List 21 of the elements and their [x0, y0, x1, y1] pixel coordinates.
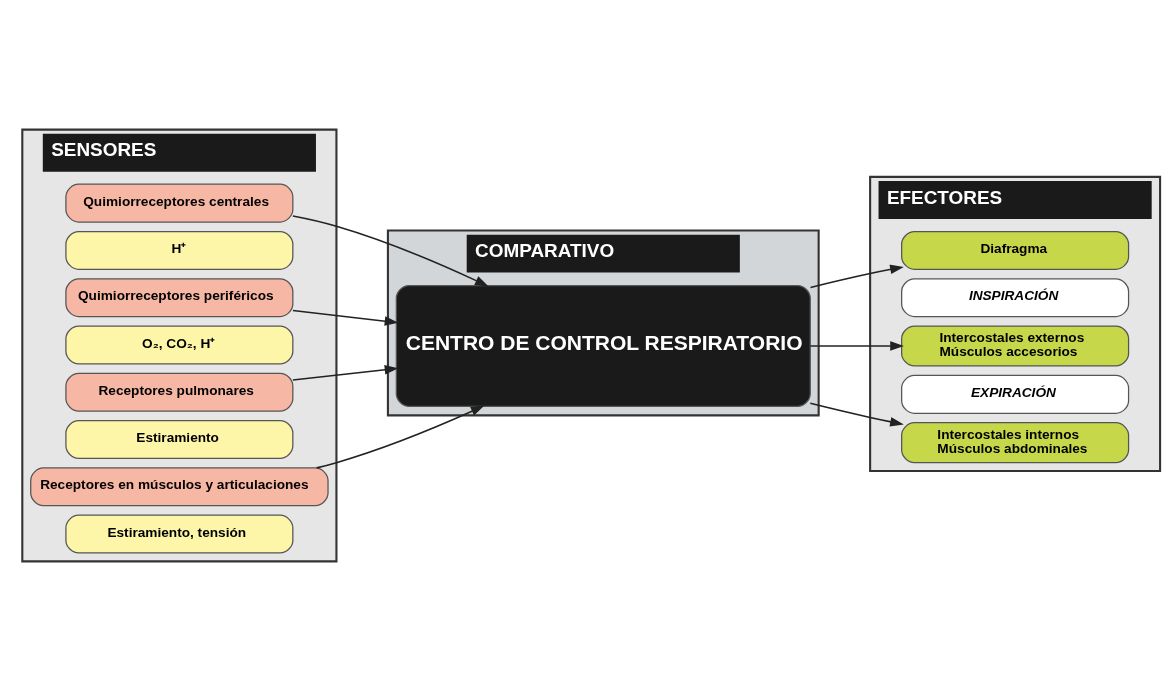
- node-box: Intercostales externos Músculos accesorios: [900, 325, 1129, 367]
- node-box: O₂, CO₂, H⁺: [64, 325, 293, 365]
- node-box: CENTRO DE CONTROL RESPIRATORIO: [395, 285, 811, 408]
- arrow: [291, 215, 489, 287]
- node-box: Estiramiento: [64, 420, 293, 460]
- arrow: [315, 405, 484, 469]
- node-box: Quimiorreceptores periféricos: [64, 278, 293, 318]
- arrow: [809, 264, 904, 289]
- node-box: Estiramiento, tensión: [64, 514, 293, 554]
- arrow: [291, 309, 398, 326]
- node-box: EXPIRACIÓN: [900, 374, 1129, 414]
- arrow: [809, 402, 904, 427]
- node-box: Quimiorreceptores centrales: [64, 183, 293, 223]
- node-box: H⁺: [64, 230, 293, 270]
- node-box: Receptores pulmonares: [64, 372, 293, 412]
- node-box: Intercostales internos Músculos abdominales: [900, 422, 1129, 464]
- arrow: [809, 341, 904, 351]
- node-box: Receptores en músculos y articulaciones: [29, 467, 329, 507]
- node-box: Diafragma: [900, 230, 1129, 270]
- node-box: INSPIRACIÓN: [900, 278, 1129, 318]
- arrow: [291, 365, 398, 381]
